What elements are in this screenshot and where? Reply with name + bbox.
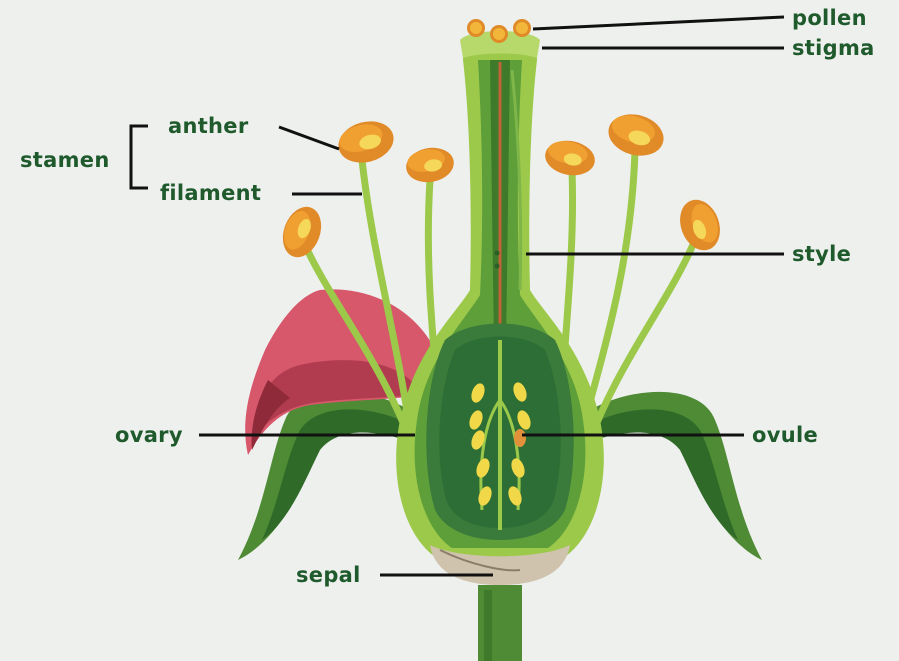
label-sepal: sepal (296, 565, 361, 586)
label-stamen: stamen (20, 150, 110, 171)
label-ovule: ovule (752, 425, 818, 446)
label-style: style (792, 244, 851, 265)
label-stigma: stigma (792, 38, 875, 59)
label-anther: anther (168, 116, 249, 137)
label-ovary: ovary (115, 425, 183, 446)
leader-pollen (533, 17, 784, 29)
label-pollen: pollen (792, 8, 867, 29)
leader-anther (279, 127, 339, 149)
fertilized-ovule (514, 429, 526, 447)
label-filament: filament (160, 183, 261, 204)
stamen-bracket (131, 126, 148, 188)
